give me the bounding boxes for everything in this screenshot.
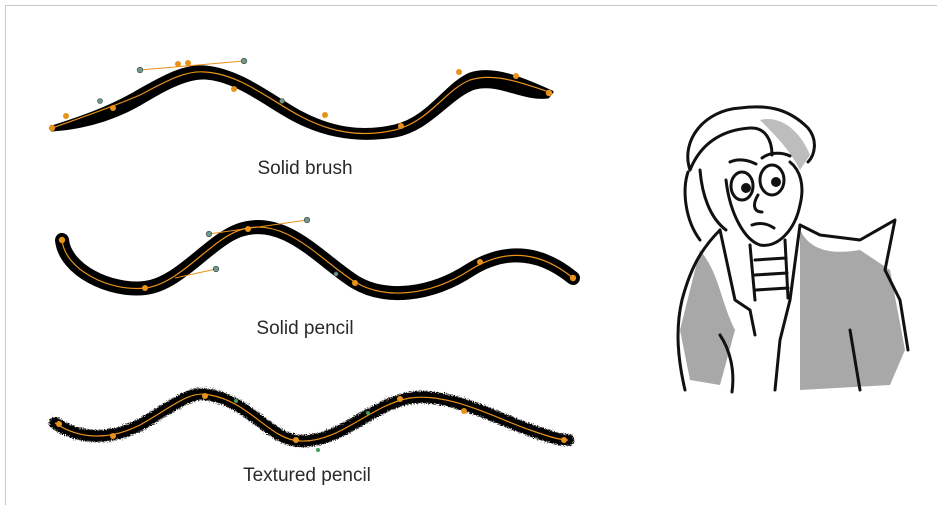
solid-pencil-stroke [59, 217, 576, 293]
textured-pencil-stroke [55, 393, 568, 452]
cartoon-character-drawing-icon [660, 100, 930, 400]
solid-brush-stroke [49, 58, 552, 138]
label-solid-brush: Solid brush [195, 158, 415, 180]
label-textured-pencil: Textured pencil [197, 465, 417, 487]
label-solid-pencil: Solid pencil [195, 318, 415, 340]
